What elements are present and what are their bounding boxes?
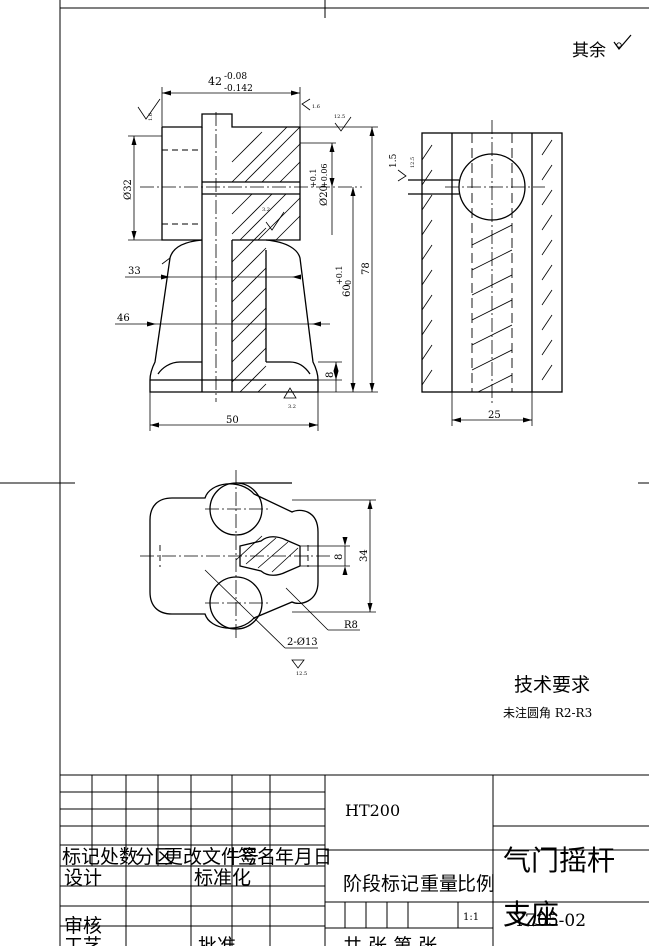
svg-text:8: 8	[325, 372, 336, 378]
front-view	[140, 112, 362, 402]
roughness-check-icon	[613, 34, 632, 50]
scale-value: 1:1	[463, 912, 479, 923]
weight-label: 重量	[420, 873, 458, 895]
svg-text:Ø20: Ø20	[319, 185, 330, 206]
svg-text:R8: R8	[344, 620, 358, 631]
svg-text:+0.1: +0.1	[335, 266, 344, 285]
top-hatch	[235, 535, 299, 573]
designer-label: 设计	[64, 867, 102, 889]
svg-text:34: 34	[359, 549, 370, 562]
header-mark: 标记	[62, 846, 100, 868]
header-date: 年月日	[275, 846, 332, 868]
approve-label: 批准	[198, 935, 236, 946]
svg-text:3.2: 3.2	[288, 404, 296, 410]
top-view	[140, 470, 376, 669]
svg-text:50: 50	[226, 415, 239, 426]
svg-text:3.2: 3.2	[262, 207, 270, 213]
svg-text:+0.1: +0.1	[309, 169, 318, 188]
svg-text:Ø32: Ø32	[123, 179, 134, 200]
svg-text:1.6: 1.6	[312, 104, 320, 110]
drawing-number: YZ05-02	[513, 911, 586, 931]
svg-text:42: 42	[208, 75, 222, 88]
header-count: 处数	[100, 846, 138, 868]
svg-text:-0.142: -0.142	[224, 84, 253, 94]
sheets-label: 共 张 第 张	[343, 935, 437, 946]
svg-text:12.5: 12.5	[296, 671, 307, 677]
roughness-other-note: 其余	[572, 34, 632, 61]
svg-text:1.5: 1.5	[389, 153, 399, 168]
header-sign: 签名	[238, 846, 276, 868]
svg-text:12.5: 12.5	[334, 114, 345, 120]
review-label: 审核	[64, 915, 102, 937]
svg-text:-0.08: -0.08	[224, 72, 247, 82]
process-label: 工艺	[64, 935, 102, 946]
svg-text:+0.06: +0.06	[320, 163, 329, 188]
tech-note: 未注圆角 R2-R3	[503, 705, 592, 720]
svg-text:1.6: 1.6	[148, 113, 154, 121]
header-zone: 分区	[135, 846, 173, 868]
svg-text:25: 25	[488, 410, 501, 421]
tech-title: 技术要求	[514, 674, 590, 696]
svg-text:8: 8	[334, 554, 345, 560]
top-dimension-texts: 34 8 2-Ø13 R8 12.5	[287, 549, 370, 677]
technical-requirements: 技术要求 未注圆角 R2-R3	[503, 674, 592, 720]
front-dimension-texts: 42 -0.08 -0.142 Ø32 Ø20 +0.1 +0.06 78 60…	[117, 72, 372, 426]
header-change-doc: 更改文件号	[164, 846, 259, 868]
scale-label: 比例	[457, 873, 495, 895]
front-dimensions	[115, 87, 378, 431]
standardize-label: 标准化	[194, 867, 251, 889]
side-hatch	[421, 139, 553, 393]
side-dimension-texts: 25 1.5 12.5	[389, 153, 501, 421]
svg-text:46: 46	[117, 313, 130, 324]
svg-text:60: 60	[342, 284, 353, 297]
svg-text:78: 78	[361, 262, 372, 275]
section-hatch	[231, 126, 301, 393]
svg-text:12.5: 12.5	[410, 157, 416, 168]
part-name-line1: 气门摇杆	[503, 844, 615, 877]
material-text: HT200	[345, 801, 400, 820]
title-block-lines	[60, 774, 649, 946]
svg-text:2-Ø13: 2-Ø13	[287, 637, 318, 648]
stage-label: 阶段标记	[343, 873, 419, 895]
title-block-texts: HT200 标记 处数 分区 更改文件号 签名 年月日 设计 标准化 阶段标记 …	[62, 801, 615, 946]
svg-text:33: 33	[128, 266, 141, 277]
roughness-other-text: 其余	[572, 41, 606, 61]
part-name-line2: 支座	[503, 898, 559, 931]
svg-text:0: 0	[344, 280, 353, 285]
side-view	[397, 120, 563, 426]
